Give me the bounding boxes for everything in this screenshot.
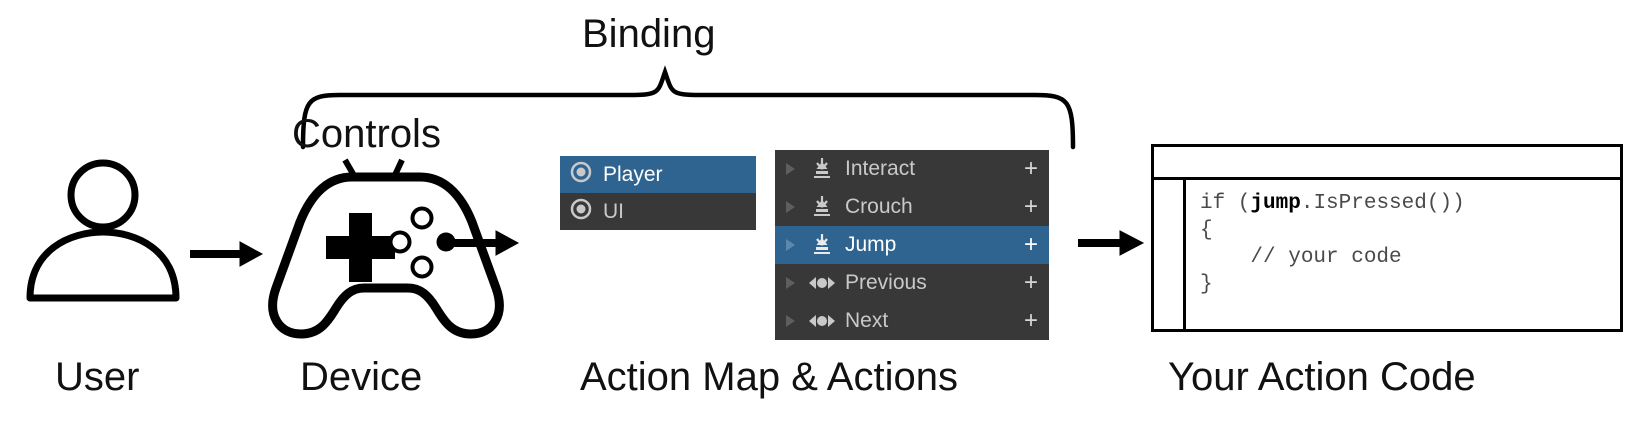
code-line-4: } <box>1200 273 1213 296</box>
stage-label-action-map: Action Map & Actions <box>580 355 958 399</box>
stage-label-user: User <box>55 355 140 399</box>
user-silhouette-icon <box>26 159 180 302</box>
code-window: if (jump.IsPressed()) { // your code } <box>1151 144 1623 332</box>
button-action-icon <box>805 157 839 181</box>
action-map-list[interactable]: Player UI <box>560 156 756 230</box>
right-arrow-icon <box>452 230 520 256</box>
code-line-1-bold: jump <box>1250 192 1301 215</box>
add-binding-button[interactable]: + <box>1023 193 1038 220</box>
add-binding-button[interactable]: + <box>1023 231 1038 258</box>
action-map-row-player[interactable]: Player <box>560 156 756 193</box>
action-map-label: Player <box>603 162 663 186</box>
action-map-ring-icon <box>570 161 592 189</box>
code-window-body: if (jump.IsPressed()) { // your code } <box>1154 180 1620 329</box>
action-row-interact[interactable]: Interact + <box>775 150 1049 188</box>
expand-triangle-icon[interactable] <box>775 199 805 215</box>
right-arrow-icon <box>190 241 264 267</box>
action-map-ring-icon <box>570 198 592 226</box>
code-text[interactable]: if (jump.IsPressed()) { // your code } <box>1186 180 1620 329</box>
code-line-3: // your code <box>1200 246 1402 269</box>
right-arrow-icon <box>1078 230 1145 256</box>
action-label: Interact <box>845 157 916 180</box>
expand-triangle-icon[interactable] <box>775 161 805 177</box>
action-map-row-ui[interactable]: UI <box>560 193 756 230</box>
axis-1d-action-icon <box>805 274 839 292</box>
controls-label: Controls <box>292 112 441 156</box>
code-window-titlebar <box>1154 147 1620 180</box>
gamepad-icon <box>268 172 504 339</box>
expand-triangle-icon[interactable] <box>775 313 805 329</box>
curly-brace-icon <box>300 65 1076 150</box>
action-map-label: UI <box>603 199 624 223</box>
action-label: Previous <box>845 271 927 294</box>
add-binding-button[interactable]: + <box>1023 269 1038 296</box>
code-gutter <box>1154 180 1186 329</box>
button-action-icon <box>805 195 839 219</box>
axis-1d-action-icon <box>805 312 839 330</box>
stage-label-device: Device <box>300 355 423 399</box>
code-line-1-post: .IsPressed()) <box>1300 192 1465 215</box>
action-row-previous[interactable]: Previous + <box>775 264 1049 302</box>
action-row-next[interactable]: Next + <box>775 302 1049 340</box>
add-binding-button[interactable]: + <box>1023 307 1038 334</box>
action-label: Crouch <box>845 195 913 218</box>
expand-triangle-icon[interactable] <box>775 237 805 253</box>
add-binding-button[interactable]: + <box>1023 155 1038 182</box>
action-label: Next <box>845 309 889 332</box>
actions-list[interactable]: Interact + Crouch + <box>775 150 1049 340</box>
expand-triangle-icon[interactable] <box>775 275 805 291</box>
button-action-icon <box>805 233 839 257</box>
action-row-jump[interactable]: Jump + <box>775 226 1049 264</box>
binding-label: Binding <box>582 12 716 56</box>
code-line-2: { <box>1200 219 1213 242</box>
action-label: Jump <box>845 233 897 256</box>
stage-label-code: Your Action Code <box>1168 355 1476 399</box>
code-line-1-pre: if ( <box>1200 192 1251 215</box>
action-row-crouch[interactable]: Crouch + <box>775 188 1049 226</box>
